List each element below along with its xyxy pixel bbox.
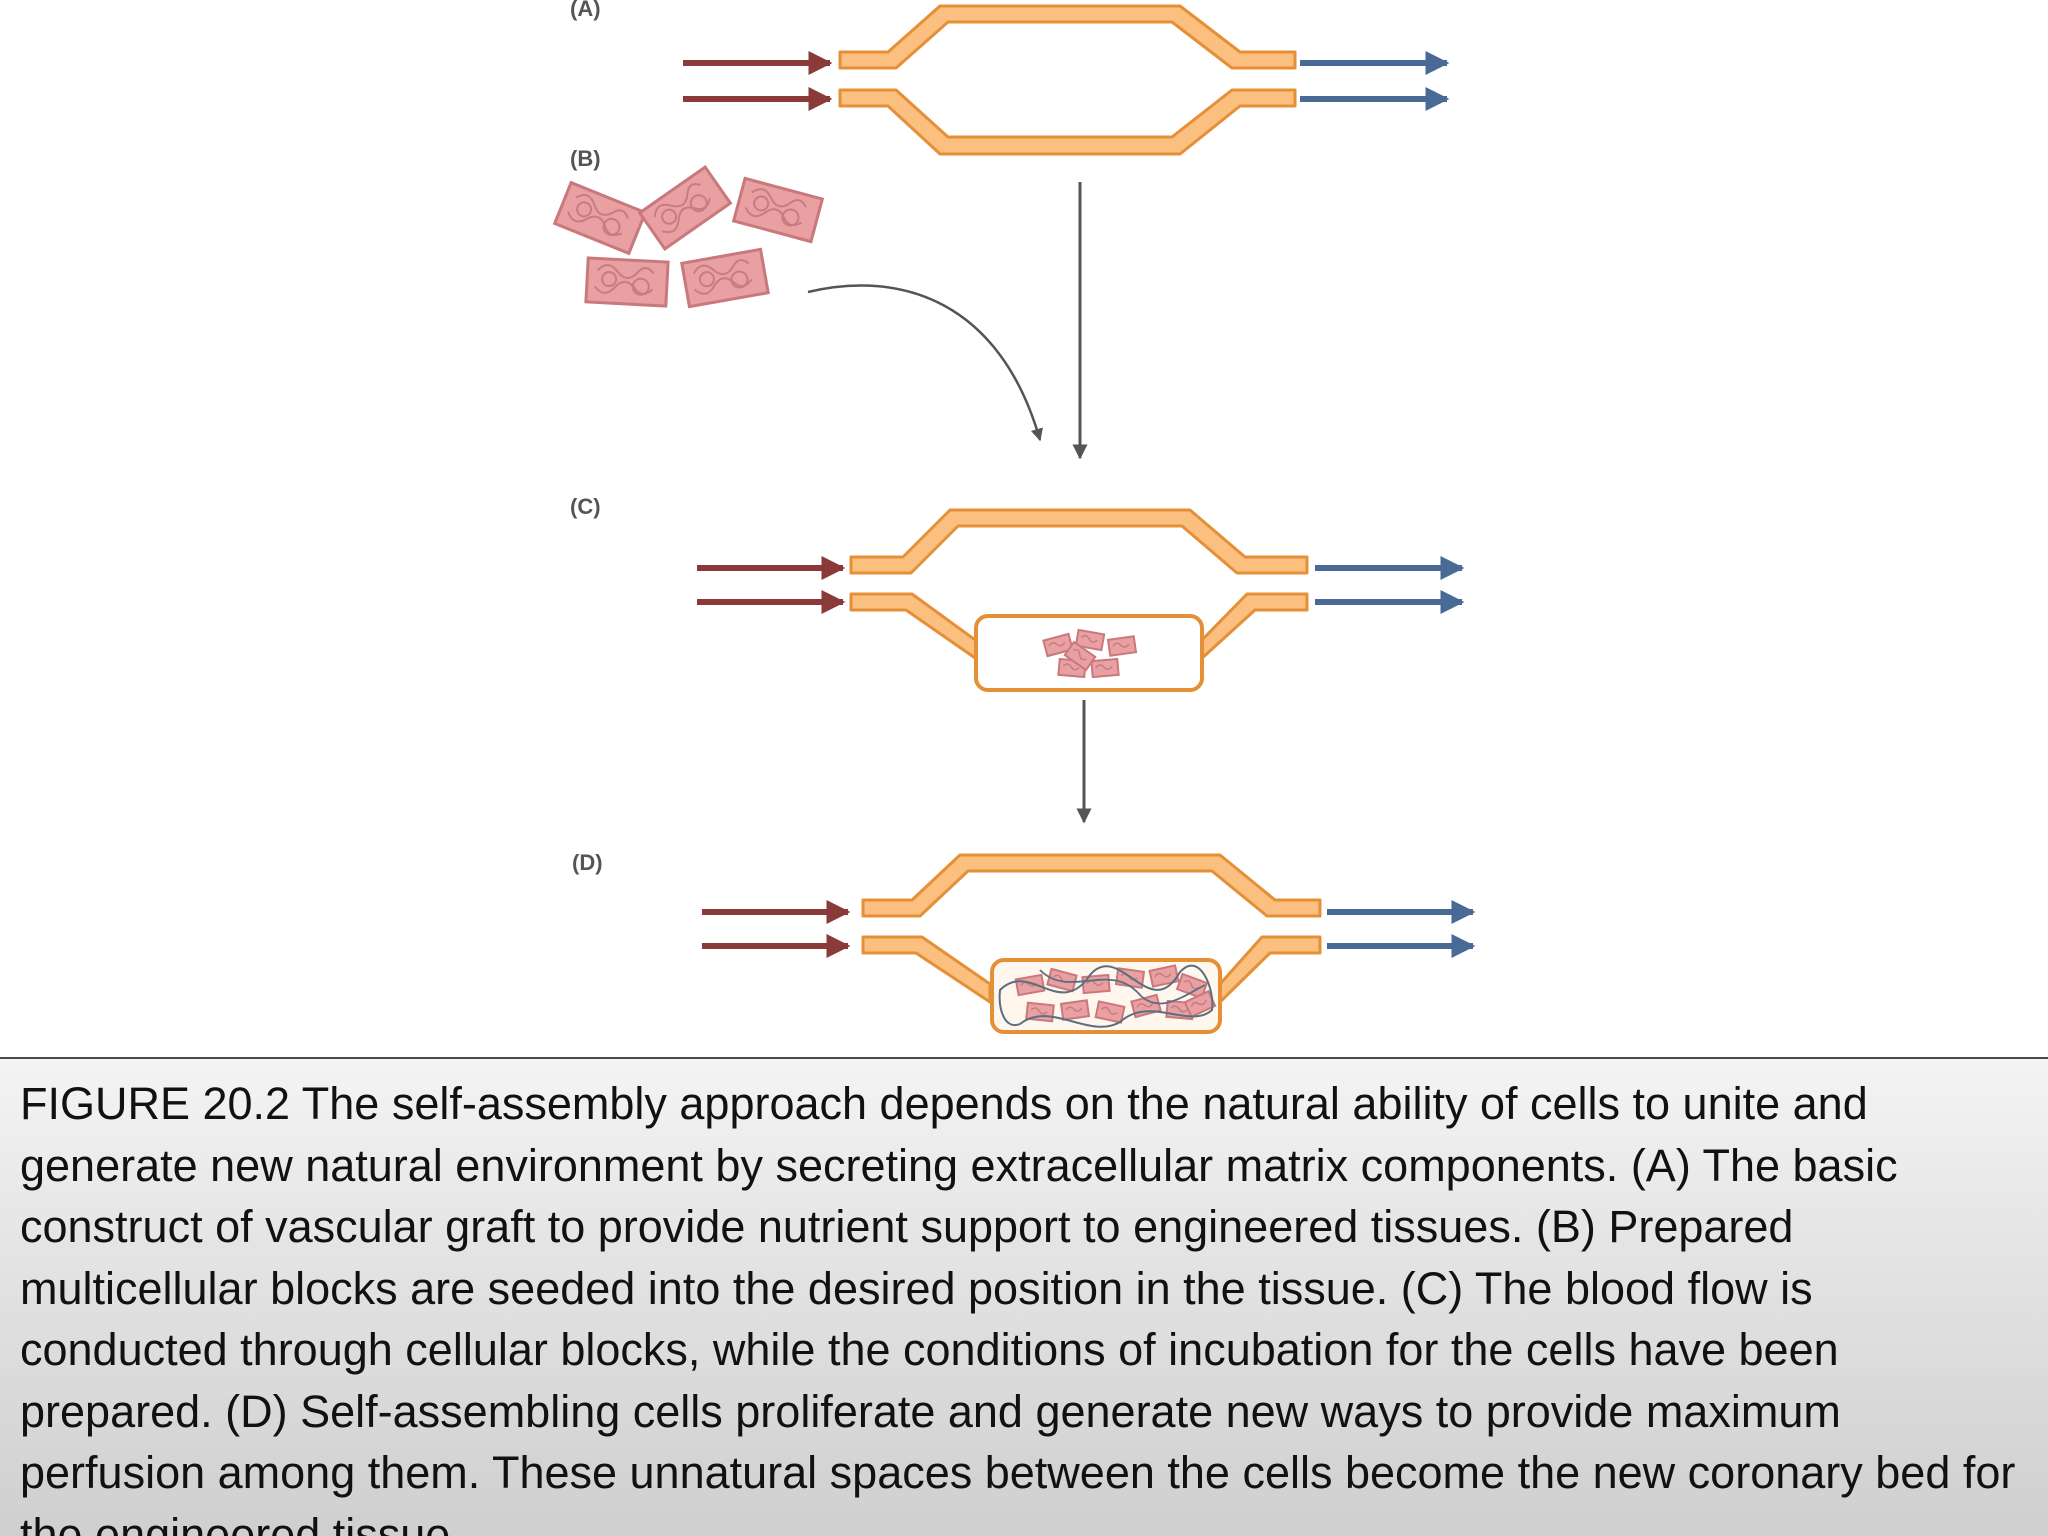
inflow-arrows-c <box>697 556 846 614</box>
outflow-arrows-a <box>1300 51 1450 111</box>
inflow-arrows-d <box>702 900 851 958</box>
caption-box: FIGURE 20.2 The self-assembly approach d… <box>0 1057 2048 1536</box>
panel-label-a: (A) <box>570 0 601 21</box>
panel-label-c: (C) <box>570 494 601 519</box>
seeding-curved-arrow <box>807 284 1043 442</box>
figure-caption: FIGURE 20.2 The self-assembly approach d… <box>20 1078 2016 1536</box>
panel-label-d: (D) <box>572 850 603 875</box>
vascular-graft-a <box>838 4 1297 156</box>
new-microvessel-network-d <box>998 964 1214 1028</box>
self-assembly-figure: (A) (B) (C) <box>553 0 1476 1034</box>
outflow-arrows-d <box>1327 900 1476 958</box>
panel-label-b: (B) <box>570 146 601 171</box>
inflow-arrows-a <box>683 51 833 111</box>
multicellular-blocks-b <box>553 165 824 309</box>
microvessel-branch-d <box>1039 969 1206 1005</box>
